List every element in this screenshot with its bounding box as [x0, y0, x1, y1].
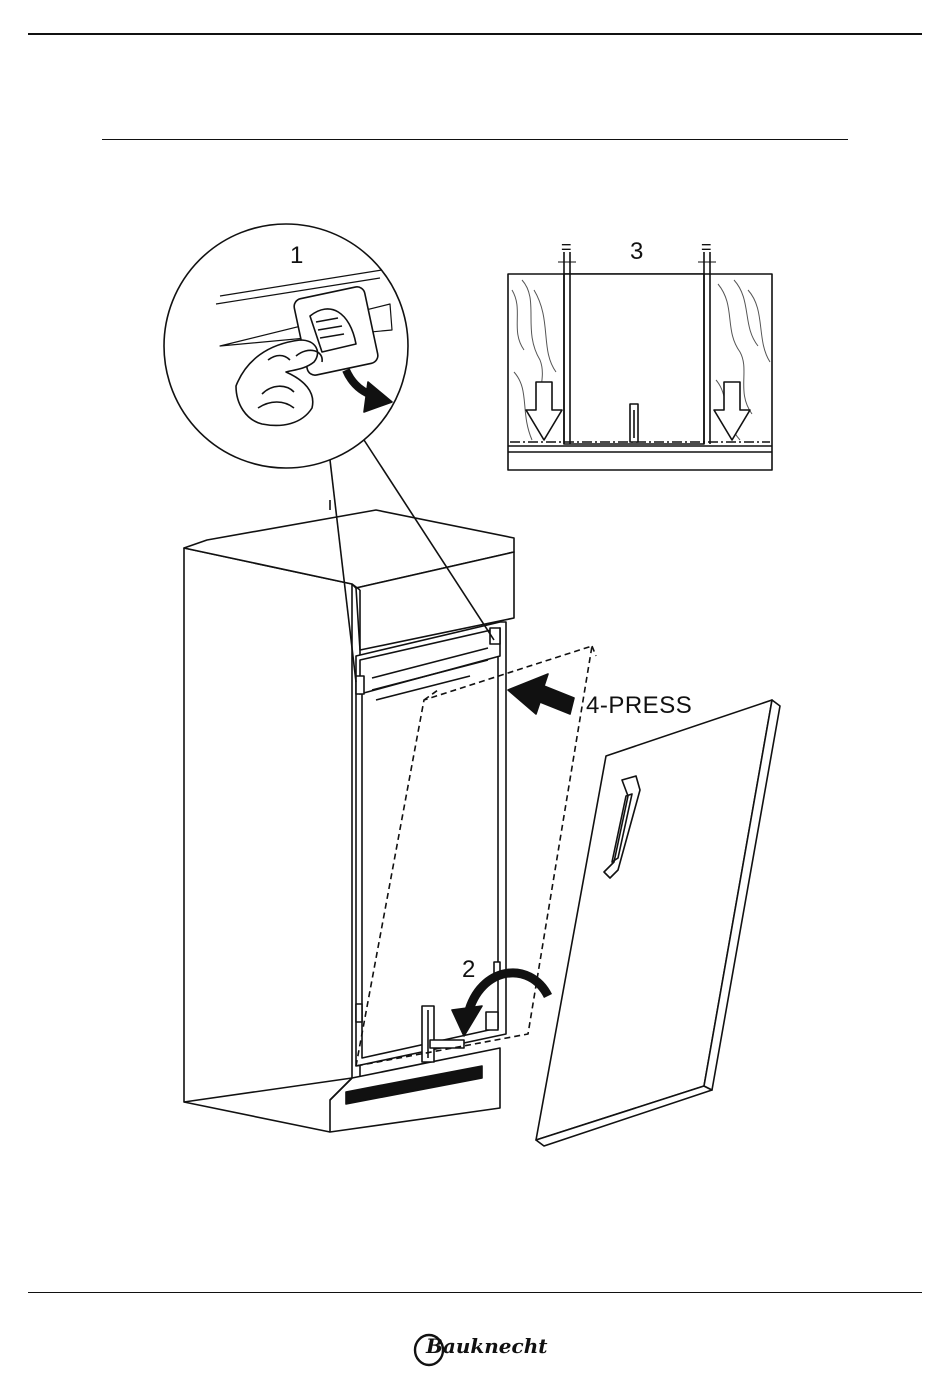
step-3-equal-right: = [701, 238, 712, 256]
step-2-label: 2 [462, 958, 475, 982]
step-4-label: 4-PRESS [586, 694, 692, 718]
step-3-equal-left: = [561, 238, 572, 256]
appliance-frame [356, 622, 506, 1066]
brand-name: Bauknecht [426, 1334, 547, 1358]
press-arrow-icon [508, 674, 574, 714]
detail-3-box [508, 252, 772, 470]
step-1-label: 1 [290, 244, 303, 268]
step-3-label: 3 [630, 240, 643, 264]
